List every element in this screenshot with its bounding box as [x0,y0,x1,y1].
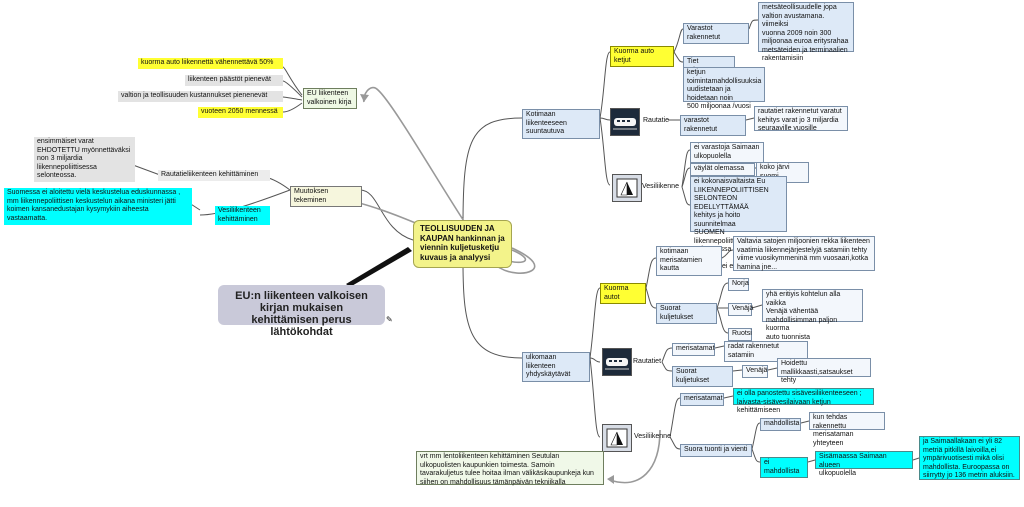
sisamaassa-node[interactable]: Sisämaassa Saimaan alueen ulkopuolella [815,451,913,477]
valkoinen-kirja-node[interactable]: EU liikenteen valkoinen kirja [303,88,357,109]
suorat-kuljetukset-node[interactable]: Suorat kuljetukset [656,303,717,324]
suomessa-node[interactable]: Suomessa ei aloitettu vielä keskustelua … [4,188,192,225]
norja-node[interactable]: Norja [728,278,749,291]
vaylat-node[interactable]: väylät olemassa [690,163,755,176]
varastot-rakennetut-node[interactable]: Varastot rakennetut [683,23,749,44]
vrt-lentoliikenne-node[interactable]: vrt mm lentoliikenteen kehittäminen Seut… [416,451,604,486]
ruotsi-node[interactable]: Ruotsi [728,328,752,341]
muutoksen-tekeminen-node[interactable]: Muutoksen tekeminen [290,186,362,207]
radat-node[interactable]: radat rakennetut satamiin [724,341,808,362]
vuoteen-node[interactable]: vuoteen 2050 mennessä [198,107,283,118]
merisatamat-vesi-node[interactable]: merisatamat [680,393,724,406]
vesiliikenne-ulkomaan-label[interactable]: Vesiliikenne [634,433,671,440]
kuorma-auto-ketjut-node[interactable]: Kuorma auto ketjut [610,46,674,67]
vesiliikenne-kehitys-node[interactable]: Vesiliikenteen kehittäminen [215,206,270,225]
suora-tuonti-node[interactable]: Suora tuonti ja vienti [680,444,752,457]
merisatamat-rautatie-node[interactable]: merisatamat [672,343,715,356]
hoidettu-node[interactable]: Hoidettu mallikkaasti,satsaukset tehty [777,358,871,384]
varastot-rakennetut-rautatie-node[interactable]: varastot rakennetut [680,115,746,136]
venaja-rautatie-node[interactable]: Venäjä [742,365,768,378]
ship-icon [612,174,642,202]
rautatiet-label[interactable]: Rautatiet [633,358,662,365]
venaja-node[interactable]: Venäjä [728,303,753,316]
kotimaan-node[interactable]: Kotimaan liikenteeseen suuntautuva [522,109,600,139]
ei-olla-panostettu-node[interactable]: ei olla panostettu sisävesiliikenteeseen… [733,388,874,414]
train-icon-ulkomaan [602,348,632,376]
kotimaan-merisatamat-node[interactable]: kotimaan merisatamien kautta [656,246,722,276]
kuorma-auto-node[interactable]: kuorma auto liikennettä vähennettävä 50% [138,58,283,69]
rautatieliikenne-kehitys-node[interactable]: Rautatieliikenteen kehittäminen [158,170,270,181]
ketjun-node[interactable]: ketjun toimintamahdollisuuksia uudisteta… [683,67,765,110]
vesiliikenne-label[interactable]: Vesiliikenne [642,183,679,190]
ei-varastoja-node[interactable]: ei varastoja Saimaan ulkopuolella [690,142,764,163]
ulkomaan-node[interactable]: ulkomaan liikenteen yhdyskäytävät [522,352,590,382]
valtavia-node[interactable]: Valtavia satojen miljoonien rekka liiken… [733,236,875,271]
ja-saimaallakaan-node[interactable]: ja Saimaallakaan ei yli 82 metriä pitkil… [919,436,1020,480]
rautatiet-rakennetut-node[interactable]: rautatiet rakennetut varatut kehitys var… [754,106,848,132]
kuorma-autot-node[interactable]: Kuorma autot [600,283,646,304]
paastot-node[interactable]: liikenteen päästöt pienevät [185,75,283,86]
ei-kokonaisvaltaista-node[interactable]: ei kokonaisvaltaista Eu LIIKENNEPOLIITTI… [690,176,787,270]
yha-eritiyis-node[interactable]: yhä eritiyis kohtelun alla vaikka Venäjä… [762,289,863,341]
kustannukset-node[interactable]: valtion ja teollisuuden kustannukset pie… [118,91,283,102]
mahdollista-node[interactable]: mahdollista [760,418,801,431]
map-title: EU:n liikenteen valkoisen kirjan mukaise… [218,285,385,338]
ensimmaiset-varat-node[interactable]: ensimmäiset varat EHDOTETTU myönnettäväk… [34,137,135,182]
note-icon[interactable]: ✎ [386,315,393,324]
suorat-kuljetukset-rautatie-node[interactable]: Suorat kuljetukset [672,366,733,387]
metsateollisuus-node[interactable]: metsäteollisuudelle jopa valtion avustam… [758,2,854,62]
ship-icon-ulkomaan [602,424,632,452]
rautatie-label[interactable]: Rautatie [643,117,670,124]
center-topic[interactable]: TEOLLISUUDEN JA KAUPAN hankinnan ja vien… [413,220,512,268]
kun-tehdas-node[interactable]: kun tehdas rakennettu merisataman yhteyt… [809,412,885,447]
ei-mahdollista-node[interactable]: ei mahdollista [760,457,808,478]
train-icon [610,108,640,136]
